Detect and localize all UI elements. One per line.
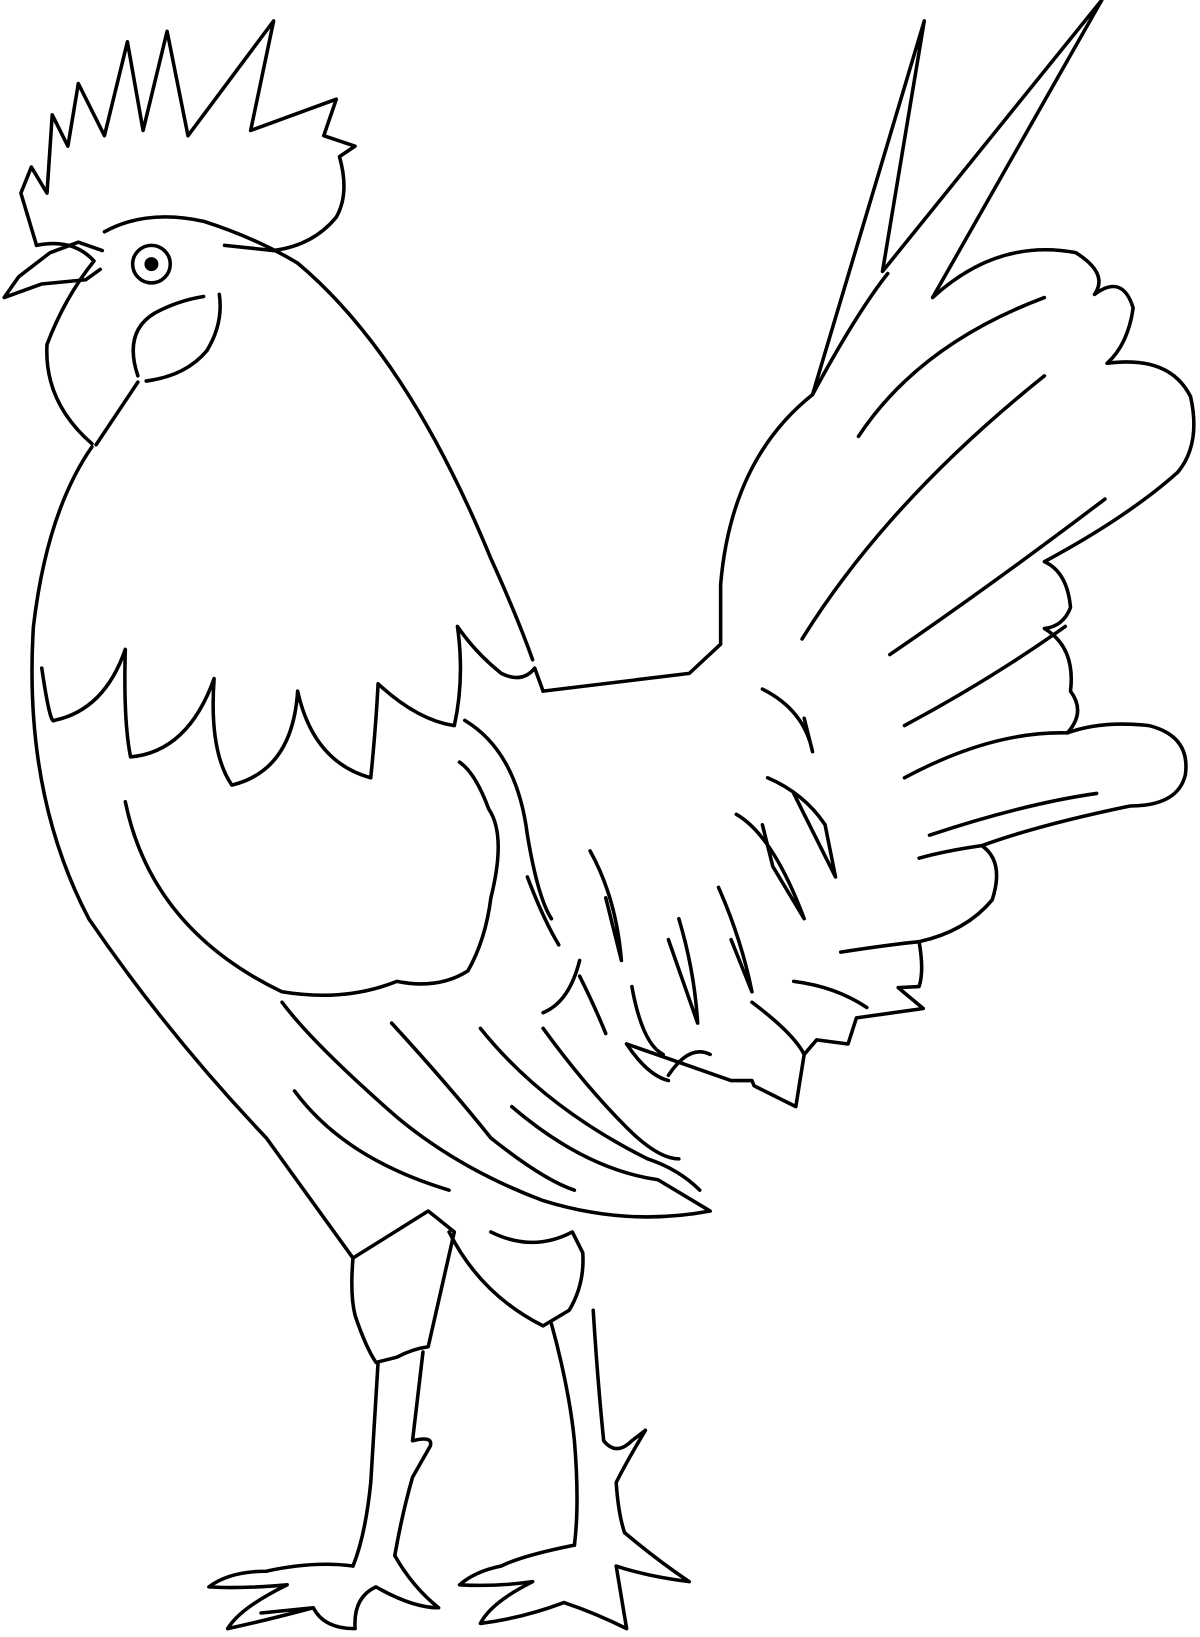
- right-thigh: [447, 1230, 585, 1328]
- wing-lower: [280, 718, 712, 1219]
- right-foot: [457, 1530, 692, 1631]
- saddle-feathers: [541, 687, 869, 1083]
- eye-icon: [130, 243, 173, 285]
- left-thigh: [350, 1209, 457, 1365]
- left-leg: [351, 1350, 433, 1568]
- rooster-head: [2, 19, 357, 447]
- tail-feather-lines: [800, 271, 1107, 954]
- head-outline: [102, 215, 300, 265]
- chest-outline: [30, 445, 355, 1260]
- rooster-legs: [207, 1209, 692, 1631]
- hackle-feathers: [40, 624, 545, 787]
- comb: [19, 19, 357, 253]
- earlobe: [131, 292, 222, 383]
- back-line: [295, 261, 535, 662]
- rooster-body: [30, 261, 712, 1260]
- rooster-tail: [541, 0, 1196, 1109]
- pupil: [144, 257, 159, 272]
- right-leg: [549, 1308, 648, 1547]
- wing-feather-lines: [292, 875, 702, 1192]
- neck-line: [94, 380, 140, 447]
- face-front: [34, 241, 96, 446]
- left-foot: [207, 1553, 441, 1631]
- wing-outline: [123, 760, 500, 998]
- tail-outline: [541, 0, 1196, 1109]
